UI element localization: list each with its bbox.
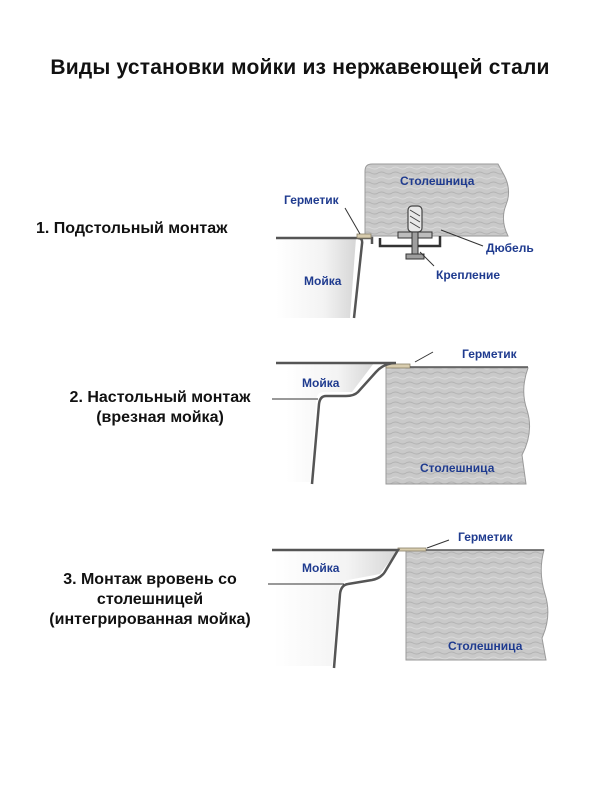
sink-2-bowl [286,363,374,482]
sink-3-outline [272,548,401,669]
countertop-3-label: Столешница [448,639,523,653]
step-3-label: 3. Монтаж вровень со столешницей (интегр… [30,570,270,630]
step-2-label-line1: 2. Настольный монтаж [69,389,251,406]
dowel-leader [440,229,484,247]
sink-2-label: Мойка [302,376,340,390]
sink-1-label: Мойка [304,274,342,288]
sink-1-bowl [276,238,356,318]
dowel-label: Дюбель [486,241,534,255]
step-2-label-line2: (врезная мойка) [96,409,224,426]
sealant-3 [397,547,427,552]
sink-2-outline [276,361,397,485]
sealant-2-leader [414,351,434,363]
step-3-label-line3: (интегрированная мойка) [49,611,251,628]
fastener-1 [378,205,442,260]
sink-1-rim [358,236,374,244]
sink-3-bowl [274,550,398,666]
sealant-2-label: Герметик [462,347,518,361]
sealant-3-leader [426,539,450,549]
sealant-1-label: Герметик [284,193,340,207]
diagram-1-undermount: Герметик Столешница Мойка Дюбель Креплен… [276,163,534,319]
countertop-1 [364,163,510,237]
fastener-label: Крепление [436,268,500,282]
countertop-1-label: Столешница [400,174,475,188]
page-title: Виды установки мойки из нержавеющей стал… [50,56,550,79]
step-3-label-line1: 3. Монтаж вровень со [63,571,237,588]
step-1-label-line1: 1. Подстольный монтаж [36,220,228,237]
step-2-label: 2. Настольный монтаж (врезная мойка) [50,388,270,428]
sealant-1 [356,233,372,239]
diagram-3-flush: Герметик Мойка Столешница [268,530,549,669]
sealant-1-leader [344,207,361,235]
countertop-3 [405,549,549,661]
countertop-2 [385,367,531,485]
sink-3-label: Мойка [302,561,340,575]
step-3-label-line2: столешницей [96,591,204,608]
step-1-label: 1. Подстольный монтаж [36,219,266,239]
countertop-2-label: Столешница [420,461,495,475]
fastener-leader [419,251,435,267]
sealant-3-label: Герметик [458,530,514,544]
diagram-2-drop-in: Герметик Мойка Столешница [272,347,531,485]
